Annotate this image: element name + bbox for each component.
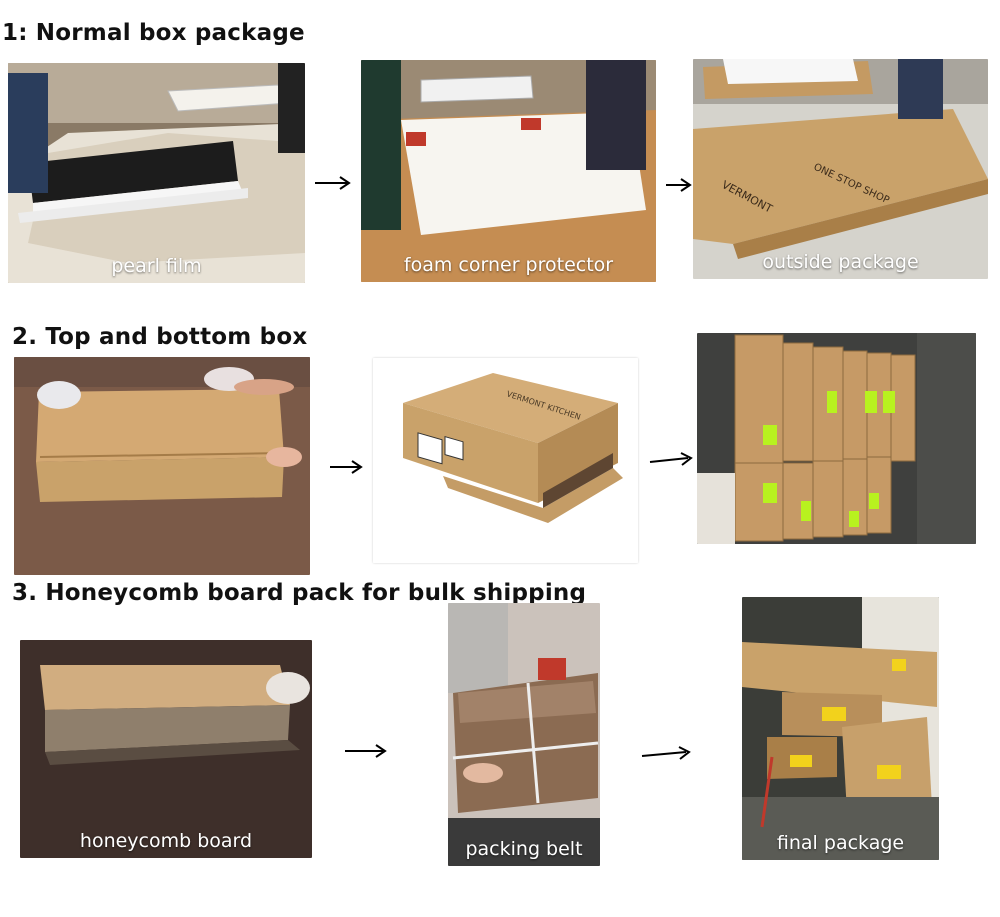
photo-final-package: final package (742, 597, 939, 860)
photo-outside-package: ONE STOP SHOP VERMONT outside package (693, 59, 988, 279)
section-1-title: 1: Normal box package (2, 20, 305, 46)
photo-honeycomb-board: honeycomb board (20, 640, 312, 858)
arrow-icon (313, 176, 353, 190)
caption-outside-package: outside package (762, 251, 919, 273)
caption-honeycomb-board: honeycomb board (79, 830, 253, 852)
arrow-icon (664, 178, 692, 192)
arrow-icon (648, 452, 694, 468)
photo-stacked-boxes (697, 333, 976, 544)
arrow-icon (640, 746, 692, 762)
caption-final-package: final package (776, 832, 905, 854)
caption-packing-belt: packing belt (465, 838, 583, 860)
caption-foam-corner-protector: foam corner protector (403, 254, 614, 276)
arrow-icon (328, 460, 364, 474)
section-3-title: 3. Honeycomb board pack for bulk shippin… (12, 580, 587, 606)
photo-foam-corner-protector: foam corner protector (361, 60, 656, 282)
photo-pearl-film: pearl film (8, 63, 305, 283)
photo-packing-belt: packing belt (448, 603, 600, 866)
arrow-icon (343, 744, 389, 758)
caption-pearl-film: pearl film (111, 255, 202, 277)
photo-box-assembly (14, 357, 310, 575)
section-2-title: 2. Top and bottom box (12, 324, 308, 350)
photo-top-bottom-box: VERMONT KITCHEN (373, 358, 638, 563)
